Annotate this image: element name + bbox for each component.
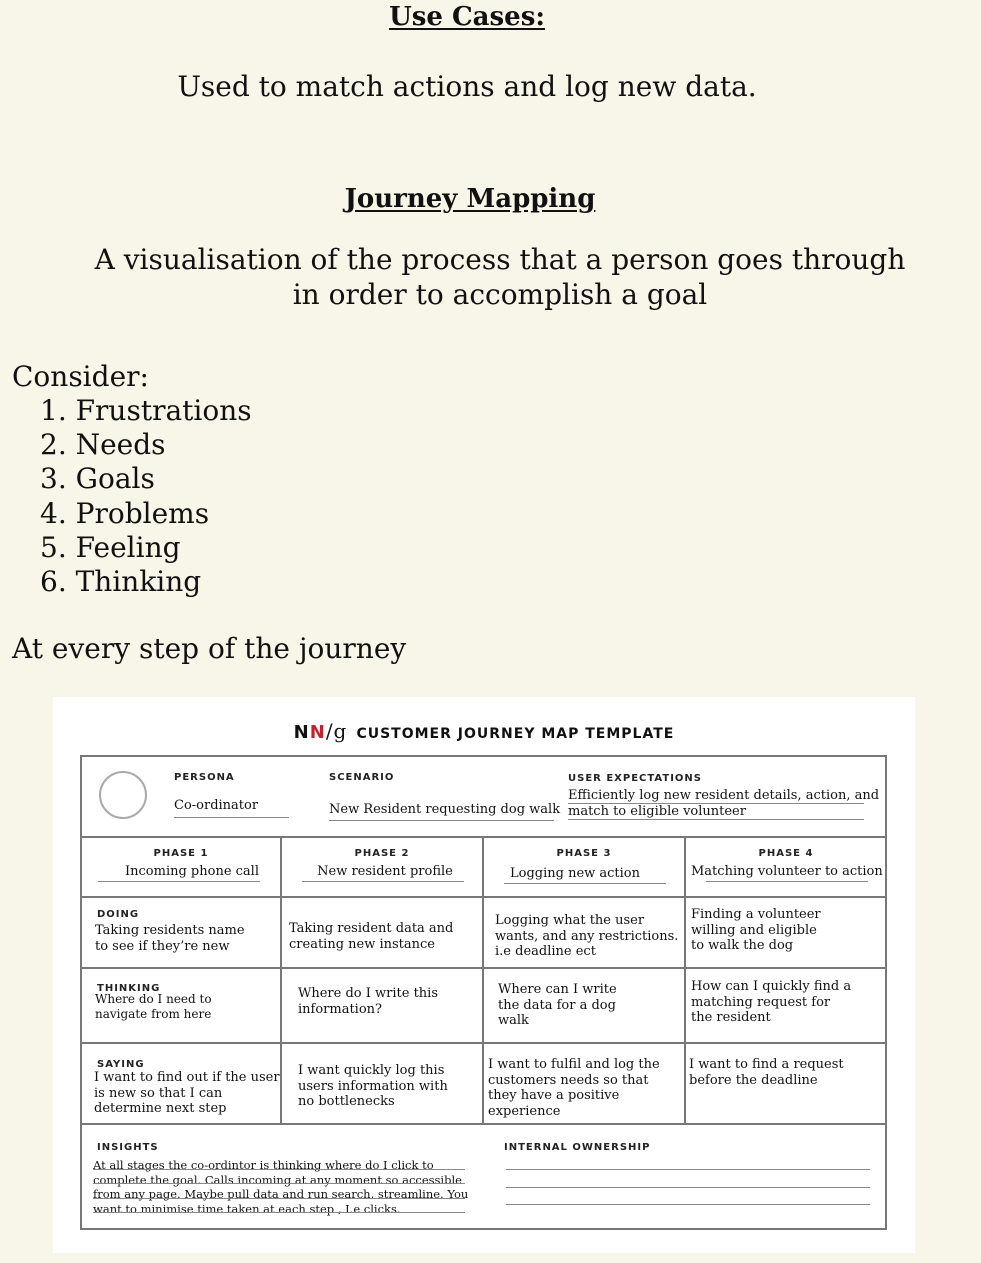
- list-item: 3. Goals: [40, 462, 155, 496]
- doing-label: DOING: [97, 909, 140, 920]
- phase-3-label: PHASE 3: [556, 848, 612, 859]
- phase-2-name: New resident profile: [317, 864, 453, 879]
- user-expectations-value: Efficiently log new resident details, ac…: [568, 788, 880, 819]
- saying-cell: I want to fulfil and log the customers n…: [488, 1057, 660, 1119]
- phase-4-name: Matching volunteer to action: [691, 864, 883, 879]
- list-item: 2. Needs: [40, 428, 166, 462]
- nng-logo: NN/g: [293, 719, 348, 743]
- phase-2-label: PHASE 2: [354, 848, 410, 859]
- phase-3-name: Logging new action: [509, 866, 641, 881]
- scenario-value: New Resident requesting dog walk: [329, 802, 561, 817]
- user-expectations-label: USER EXPECTATIONS: [568, 773, 702, 784]
- journey-map-grid: PERSONA Co-ordinator SCENARIO New Reside…: [80, 755, 887, 1230]
- insights-value: At all stages the co-ordintor is thinkin…: [93, 1158, 469, 1216]
- phase-1-name: Incoming phone call: [125, 864, 259, 879]
- doing-cell: Taking residents name to see if they’re …: [95, 923, 245, 954]
- list-item: 6. Thinking: [40, 564, 202, 598]
- journey-mapping-heading: Journey Mapping: [344, 184, 596, 214]
- insights-label: INSIGHTS: [97, 1142, 159, 1153]
- journey-map-template: NN/g CUSTOMER JOURNEY MAP TEMPLATE PERSO…: [53, 697, 915, 1253]
- journey-footer-text: At every step of the journey: [12, 632, 407, 665]
- phase-1-label: PHASE 1: [153, 848, 209, 859]
- persona-label: PERSONA: [174, 772, 235, 783]
- use-cases-heading: Use Cases:: [389, 2, 545, 32]
- consider-list: 1. Frustrations 2. Needs 3. Goals 4. Pro…: [40, 394, 252, 599]
- saying-cell: I want quickly log this users informatio…: [298, 1063, 448, 1109]
- phase-4-label: PHASE 4: [758, 848, 814, 859]
- saying-cell: I want to find out if the user is new so…: [94, 1070, 280, 1116]
- thinking-cell: Where do I write this information?: [298, 986, 438, 1017]
- thinking-cell: Where can I write the data for a dog wal…: [498, 982, 617, 1028]
- use-cases-description: Used to match actions and log new data.: [177, 70, 757, 103]
- saying-label: SAYING: [97, 1059, 145, 1070]
- list-item: 4. Problems: [40, 496, 210, 530]
- template-title: CUSTOMER JOURNEY MAP TEMPLATE: [356, 726, 675, 742]
- doing-cell: Logging what the user wants, and any res…: [495, 913, 679, 959]
- scenario-label: SCENARIO: [329, 772, 395, 783]
- list-item: 5. Feeling: [40, 530, 181, 564]
- persona-value: Co-ordinator: [174, 798, 259, 813]
- doing-cell: Finding a volunteer willing and eligible…: [691, 907, 821, 953]
- consider-label: Consider:: [12, 360, 149, 393]
- template-header: NN/g CUSTOMER JOURNEY MAP TEMPLATE: [53, 719, 915, 743]
- thinking-cell: How can I quickly find a matching reques…: [691, 979, 852, 1025]
- doing-cell: Taking resident data and creating new in…: [289, 921, 454, 952]
- persona-avatar: [99, 771, 147, 819]
- internal-ownership-label: INTERNAL OWNERSHIP: [504, 1142, 651, 1153]
- saying-cell: I want to find a request before the dead…: [689, 1057, 844, 1088]
- journey-mapping-description: A visualisation of the process that a pe…: [94, 243, 906, 311]
- thinking-cell: Where do I need to navigate from here: [95, 992, 212, 1021]
- list-item: 1. Frustrations: [40, 394, 252, 427]
- thinking-label: THINKING: [97, 983, 161, 994]
